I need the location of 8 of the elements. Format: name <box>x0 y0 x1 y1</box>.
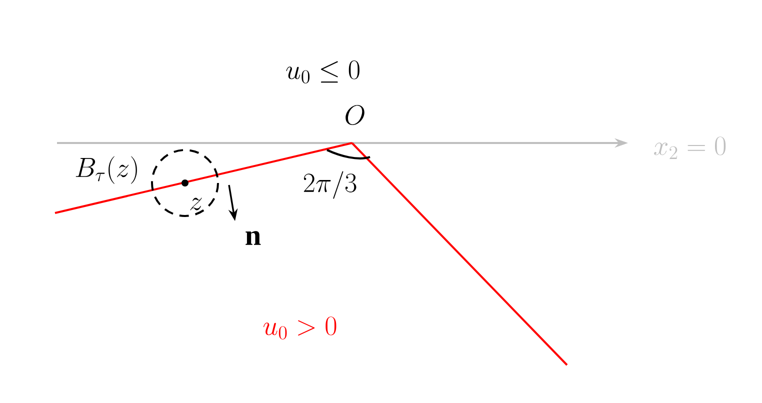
math-label: $z$ <box>190 198 202 210</box>
math-label: $O$ <box>346 104 364 126</box>
math-label: $\mathbf{n}$ <box>246 231 261 245</box>
math-label: $x_2 = 0$ <box>654 136 726 159</box>
math-label: $2\pi/3$ <box>304 171 356 199</box>
math-label: $u_0 > 0$ <box>263 316 336 340</box>
math-label: $u_0 \le 0$ <box>286 60 360 84</box>
math-label: $B_\tau(z)$ <box>76 156 137 184</box>
